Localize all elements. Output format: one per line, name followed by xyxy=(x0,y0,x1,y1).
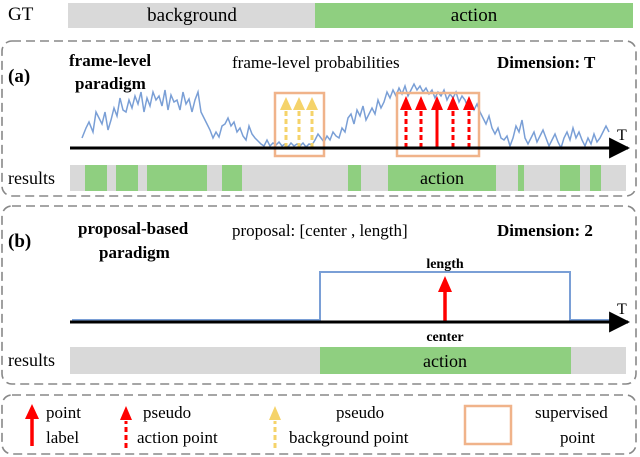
red-arrowhead-icon xyxy=(400,96,412,110)
legend-pseudo-action-line2: action point xyxy=(137,428,218,447)
legend-pseudo-action-line1: pseudo xyxy=(143,403,191,422)
panel-b-axis-label: T xyxy=(617,301,627,318)
pseudo-background-heads xyxy=(280,97,318,110)
results-action-segment xyxy=(348,165,361,191)
pseudo-background-arrowhead-icon xyxy=(293,97,305,110)
panel-a-frame xyxy=(1,40,637,197)
results-action-segment xyxy=(222,165,242,191)
pseudo-background-points xyxy=(284,108,314,148)
panel-b-tag: (b) xyxy=(8,231,31,252)
results-action-segment xyxy=(590,165,601,191)
panel-a: (a) frame-level paradigm frame-level pro… xyxy=(1,40,637,197)
panel-b-results-label: results xyxy=(8,350,55,370)
legend-pseudo-background-arrowhead-icon xyxy=(269,406,281,420)
panel-b-title-line1: proposal-based xyxy=(78,219,189,238)
results-action-segment xyxy=(116,165,138,191)
panel-a-results-label: results xyxy=(8,168,55,188)
supervised-box-background xyxy=(273,91,326,158)
gt-background-label: background xyxy=(147,5,237,26)
panel-a-action-segments xyxy=(85,165,601,191)
length-label: length xyxy=(426,257,464,272)
pseudo-background-arrowhead-icon xyxy=(306,97,318,110)
results-action-segment xyxy=(518,165,524,191)
panel-a-title-line2: paradigm xyxy=(75,74,146,93)
red-arrowhead-icon xyxy=(463,96,475,110)
results-action-segment xyxy=(388,165,496,191)
panel-b: (b) proposal-based paradigm proposal: [c… xyxy=(1,205,637,385)
red-arrowhead-icon xyxy=(431,96,443,110)
legend: point label pseudo action point pseudo b… xyxy=(1,394,637,455)
panel-b-results-action-label: action xyxy=(423,351,467,371)
panel-a-results-action-label: action xyxy=(420,168,464,188)
pseudo-action-heads xyxy=(400,96,475,110)
panel-a-title-line1: frame-level xyxy=(69,51,151,70)
panel-a-axis-label: T xyxy=(617,127,627,144)
panel-b-title-line2: paradigm xyxy=(99,243,170,262)
center-arrowhead-icon xyxy=(438,276,452,292)
legend-supervised-line2: point xyxy=(560,428,595,447)
gt-action-segment xyxy=(315,3,633,28)
probability-curve xyxy=(81,82,610,151)
proposal-step-curve xyxy=(72,271,624,321)
legend-pseudo-background-line2: background point xyxy=(289,428,409,447)
legend-point-label-line1: point xyxy=(46,403,81,422)
red-arrowhead-icon xyxy=(447,96,459,110)
legend-point-label-line2: label xyxy=(46,428,79,447)
gt-row: GT background action xyxy=(8,3,633,28)
results-action-segment xyxy=(560,165,580,191)
panel-b-subtitle: proposal: [center , length] xyxy=(232,221,408,240)
legend-pseudo-action-arrowhead-icon xyxy=(120,406,132,420)
gt-label: GT xyxy=(8,4,34,25)
supervised-box-action xyxy=(395,91,481,158)
legend-point-label-arrowhead-icon xyxy=(25,404,39,419)
panel-b-dimension: Dimension: 2 xyxy=(497,221,593,240)
pseudo-background-arrowhead-icon xyxy=(280,97,292,110)
legend-frame xyxy=(1,394,637,455)
legend-pseudo-background-line1: pseudo xyxy=(336,403,384,422)
legend-supervised-line1: supervised xyxy=(535,403,608,422)
panel-a-subtitle: frame-level probabilities xyxy=(232,53,400,72)
results-action-segment xyxy=(85,165,107,191)
panel-b-frame xyxy=(1,205,637,385)
panel-a-tag: (a) xyxy=(8,66,30,87)
gt-action-label: action xyxy=(451,5,498,26)
legend-supervised-box-icon xyxy=(463,404,513,446)
center-label: center xyxy=(426,330,463,345)
gt-background-segment xyxy=(68,3,315,28)
results-action-segment xyxy=(147,165,207,191)
red-arrowhead-icon xyxy=(415,96,427,110)
panel-a-dimension: Dimension: T xyxy=(497,53,596,72)
pseudo-action-points xyxy=(404,108,471,148)
panel-b-action-segment xyxy=(320,347,571,374)
